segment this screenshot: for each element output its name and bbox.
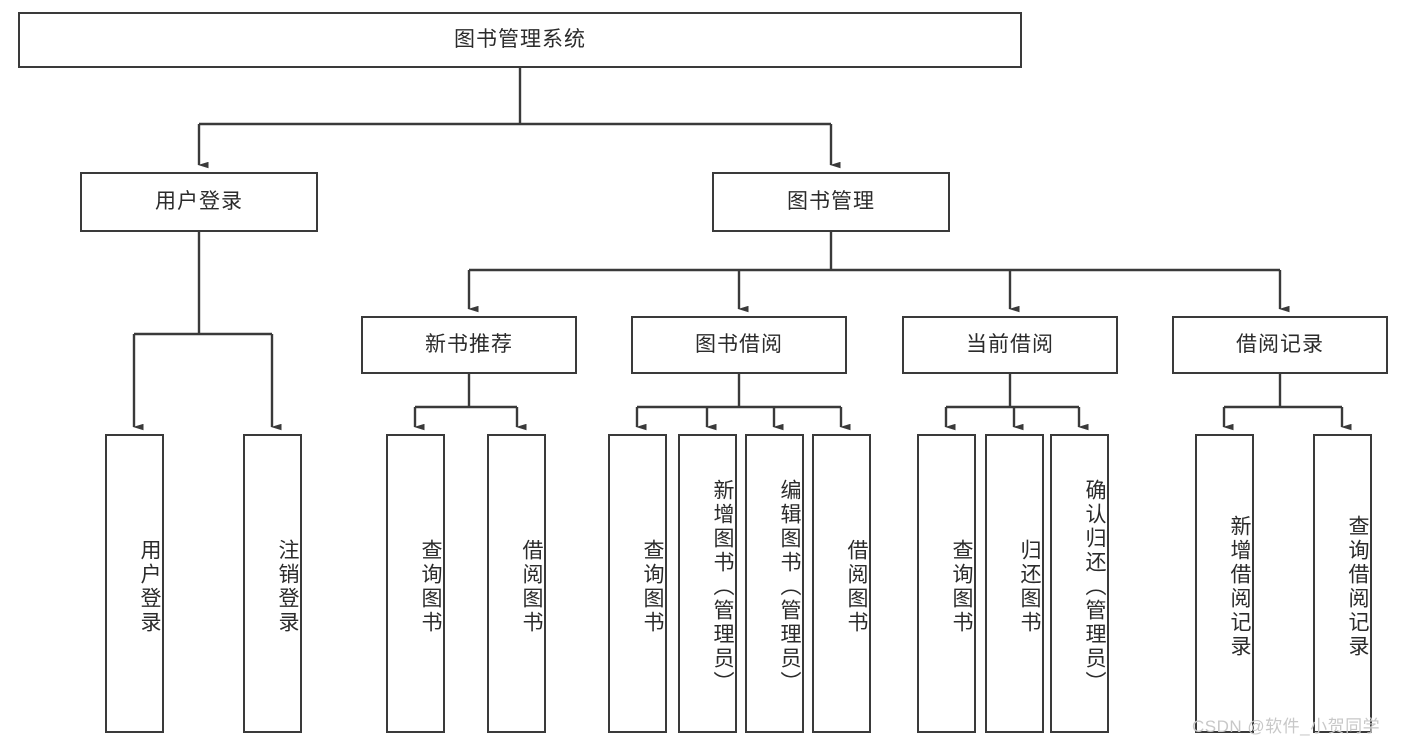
node-leaf-query-borrow-record-label: 查询借阅记录 [1346, 514, 1369, 659]
node-new-book-recommend[interactable]: 新书推荐 [361, 316, 577, 374]
node-leaf-query-book-borrow-label: 查询图书 [641, 538, 664, 635]
node-leaf-logout[interactable]: 注销登录 [243, 434, 302, 733]
node-leaf-user-login[interactable]: 用户登录 [105, 434, 164, 733]
node-leaf-return-book[interactable]: 归还图书 [985, 434, 1044, 733]
node-leaf-confirm-return-admin-label: 确认归还（管理员） [1083, 478, 1106, 695]
node-root-label: 图书管理系统 [454, 28, 586, 52]
node-leaf-borrow-book-new-label: 借阅图书 [520, 538, 543, 635]
node-leaf-logout-label: 注销登录 [276, 538, 299, 635]
node-leaf-add-borrow-record-label: 新增借阅记录 [1228, 514, 1251, 659]
node-leaf-return-book-label: 归还图书 [1018, 538, 1041, 635]
node-leaf-borrow-book-label: 借阅图书 [845, 538, 868, 635]
node-new-book-recommend-label: 新书推荐 [425, 333, 513, 357]
node-leaf-edit-book-admin[interactable]: 编辑图书（管理员） [745, 434, 804, 733]
node-book-management-label: 图书管理 [787, 190, 875, 214]
node-leaf-borrow-book-new[interactable]: 借阅图书 [487, 434, 546, 733]
node-leaf-user-login-label: 用户登录 [138, 538, 161, 635]
node-current-borrow[interactable]: 当前借阅 [902, 316, 1118, 374]
node-user-login[interactable]: 用户登录 [80, 172, 318, 232]
node-leaf-query-borrow-record[interactable]: 查询借阅记录 [1313, 434, 1372, 733]
node-leaf-add-borrow-record[interactable]: 新增借阅记录 [1195, 434, 1254, 733]
node-borrow-record-label: 借阅记录 [1236, 333, 1324, 357]
node-leaf-query-book-new[interactable]: 查询图书 [386, 434, 445, 733]
node-user-login-label: 用户登录 [155, 190, 243, 214]
node-leaf-query-book-current[interactable]: 查询图书 [917, 434, 976, 733]
node-borrow-record[interactable]: 借阅记录 [1172, 316, 1388, 374]
node-book-management[interactable]: 图书管理 [712, 172, 950, 232]
watermark-text: CSDN @软件_小贺同学 [1192, 717, 1381, 736]
node-leaf-borrow-book[interactable]: 借阅图书 [812, 434, 871, 733]
node-leaf-query-book-current-label: 查询图书 [950, 538, 973, 635]
node-leaf-confirm-return-admin[interactable]: 确认归还（管理员） [1050, 434, 1109, 733]
node-book-borrow-label: 图书借阅 [695, 333, 783, 357]
node-leaf-add-book-admin[interactable]: 新增图书（管理员） [678, 434, 737, 733]
node-book-borrow[interactable]: 图书借阅 [631, 316, 847, 374]
node-leaf-query-book-new-label: 查询图书 [419, 538, 442, 635]
node-leaf-query-book-borrow[interactable]: 查询图书 [608, 434, 667, 733]
node-current-borrow-label: 当前借阅 [966, 333, 1054, 357]
node-leaf-edit-book-admin-label: 编辑图书（管理员） [778, 478, 801, 695]
node-leaf-add-book-admin-label: 新增图书（管理员） [711, 478, 734, 695]
node-root[interactable]: 图书管理系统 [18, 12, 1022, 68]
